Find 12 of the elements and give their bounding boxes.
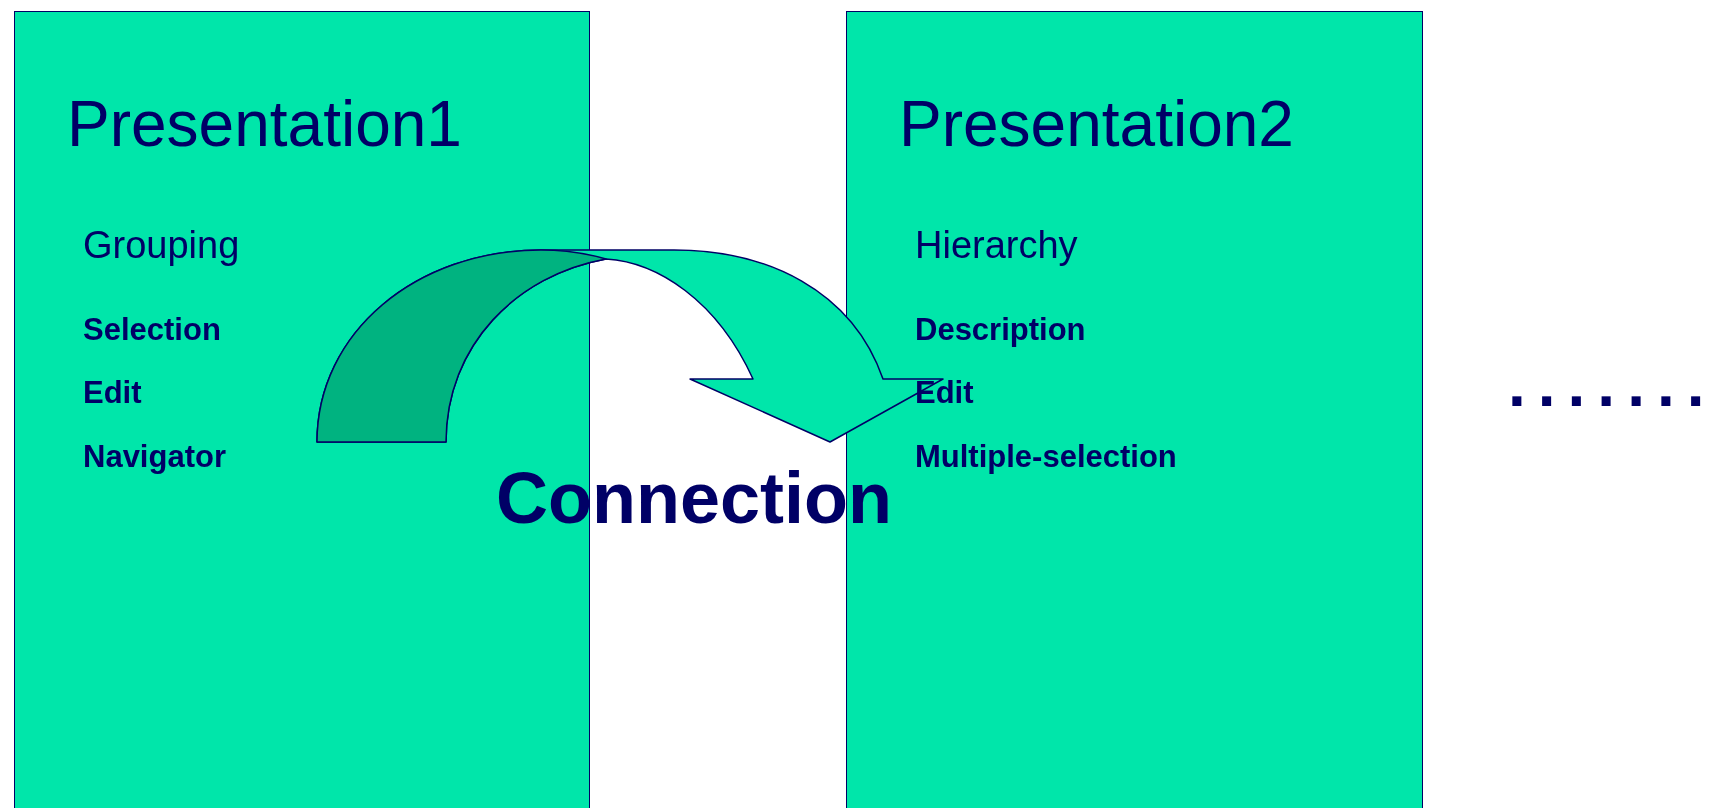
box-subheading: Grouping [83,226,240,264]
curved-arrow [316,249,944,443]
box-subheading: Hierarchy [915,226,1078,264]
list-item: Multiple-selection [915,441,1177,472]
list-item: Selection [83,314,221,345]
list-item: Description [915,314,1086,345]
box-heading: Presentation2 [899,92,1294,156]
ellipsis-dots: ....... [1508,352,1717,416]
list-item: Edit [915,377,974,408]
list-item: Navigator [83,441,226,472]
box-heading: Presentation1 [67,92,462,156]
list-item: Edit [83,377,142,408]
